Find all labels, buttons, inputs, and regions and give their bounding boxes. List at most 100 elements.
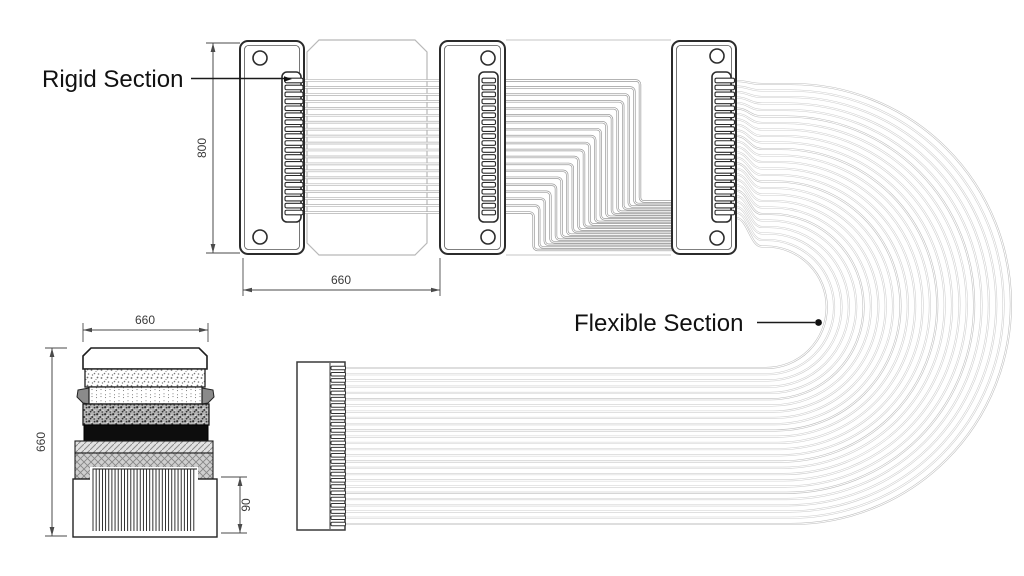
stackup-cross-section [72,347,218,538]
connector-pin [481,140,497,146]
connector-pin [481,168,497,174]
contact-finger [330,453,346,458]
stackup-layer-stiffener-top [74,440,214,454]
connector-pin [284,168,304,174]
conductor-trace-core [346,184,872,406]
conductor-trace-core [346,212,835,375]
connector-pin [284,126,304,132]
staircase-traces [496,79,673,252]
contact-finger [330,496,346,502]
connector-pin [481,147,497,153]
conductor-trace [346,140,931,457]
contact-finger [330,409,346,414]
connector-pin [284,209,304,216]
connector-pin [714,112,736,119]
leader-arrow [284,76,292,82]
connector-pin [481,105,497,112]
connector-pin [284,188,304,195]
mounting-hole [709,230,725,246]
connector-pin [714,105,736,112]
connector-pin [714,147,736,153]
connector-pin [284,147,304,153]
mounting-hole [252,229,268,245]
connector-pin [481,84,497,91]
dim-arrow-right [431,287,440,293]
connector-pin [284,133,304,139]
terminal-contact-teeth [92,468,197,531]
contact-finger [330,415,346,421]
rigid-board-2 [439,40,506,255]
dim-text-660: 660 [34,432,48,452]
connector-pin [481,91,497,98]
conductor-trace-core [346,135,938,463]
mounting-hole [252,50,268,66]
conductor-trace-core [346,129,946,469]
rigid-section-label: Rigid Section [42,66,183,93]
connector-pin [714,188,736,195]
connector-pin [714,161,736,167]
connector-pin [481,112,497,119]
conductor-trace-core [496,198,673,246]
rigid-section-callout: Rigid Section [42,66,292,93]
contact-finger [330,502,346,508]
contact-finger [330,490,346,496]
connector-pin [714,84,736,91]
conductor-trace-core [346,91,997,513]
flexible-section-label: Flexible Section [574,310,743,337]
connector-outline [296,361,346,531]
dimension-stack-height: 660 [34,347,67,537]
flex-region-2-outline [506,39,671,256]
rigid-board-3 [671,40,737,255]
dim-arrow-up [237,477,243,486]
conductor-trace-core [346,206,842,381]
connector-pin [284,98,304,105]
stackup-terminal-block [72,478,218,538]
connector-pin [714,154,736,160]
conductor-trace-core [496,114,673,215]
connector-pin [714,195,736,202]
connector-pin [481,174,497,181]
stackup-layer-endcap-left [76,387,90,405]
contact-finger [330,428,346,433]
dim-arrow-down [210,244,216,253]
conductor-trace-core [346,96,990,506]
dimension-rigid-spacing: 660 [242,258,441,296]
dim-arrow-up [49,348,55,357]
contact-finger [330,521,346,527]
conductor-trace-core [346,80,1012,525]
contact-finger [330,440,346,446]
conductor-trace-core [346,173,887,419]
connector-pin [481,209,497,216]
contact-finger [330,509,346,514]
stackup-layer-dielectric [88,386,203,405]
contact-finger [330,459,346,464]
contact-finger [330,446,346,452]
connector-pin [284,119,304,126]
connector-pin [481,181,497,188]
conductor-trace-core [496,149,673,228]
conductor-trace-core [346,190,865,400]
connector-pin [714,202,736,209]
connector-pin [481,188,497,195]
dimension-rigid-height: 800 [195,42,240,254]
stackup-layer-coverlay [82,347,208,370]
conductor-trace-core [496,93,673,208]
stackup-layer-endcap-right [201,387,215,405]
dim-arrow-left [243,287,252,293]
contact-finger [330,371,346,377]
flexible-section-callout: Flexible Section [574,310,822,337]
conductor-trace-core [346,124,953,475]
conductor-trace-core [346,107,975,494]
connector-pins [714,77,736,216]
connector-pin [284,202,304,209]
connector-pin [284,105,304,112]
connector-pin [714,209,736,216]
rigid-board-1 [239,40,305,255]
u-turn-flexible-ribbon [346,79,1013,526]
terminal-notch [90,467,198,481]
conductor-trace-core [346,201,850,388]
connector-pin [714,133,736,139]
conductor-trace-core [346,217,828,369]
